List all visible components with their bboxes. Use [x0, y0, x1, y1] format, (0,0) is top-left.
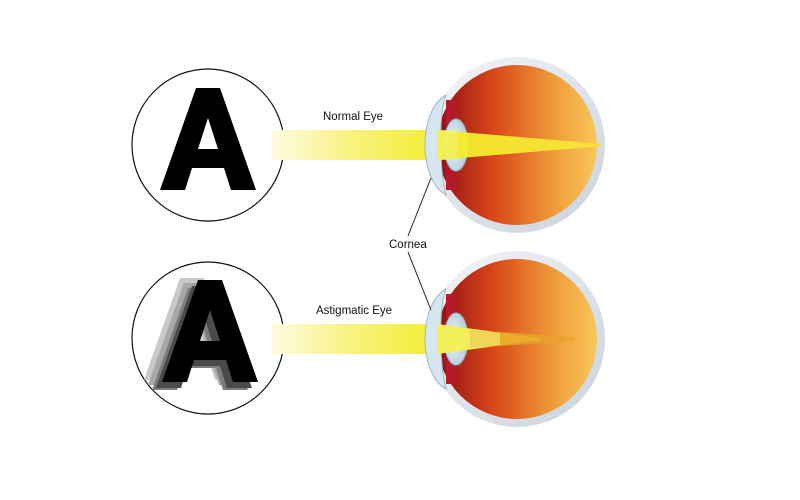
normal-letter-a-shape — [160, 88, 256, 190]
astigmatic-eye-label: Astigmatic Eye — [316, 305, 392, 317]
cornea-label: Cornea — [389, 239, 427, 251]
cornea-leader-bottom — [407, 251, 432, 311]
astigmatic-letter-a-shape — [162, 280, 258, 382]
normal-light-beam — [272, 130, 437, 160]
normal-eye — [424, 57, 605, 233]
astigmatic-letter-circle: A — [131, 261, 285, 415]
normal-eye-label: Normal Eye — [323, 111, 383, 123]
normal-letter-circle: A — [131, 68, 285, 222]
astigmatic-eye — [424, 251, 605, 427]
astigmatic-light-beam — [272, 324, 437, 354]
cornea-leader-top — [407, 177, 432, 237]
